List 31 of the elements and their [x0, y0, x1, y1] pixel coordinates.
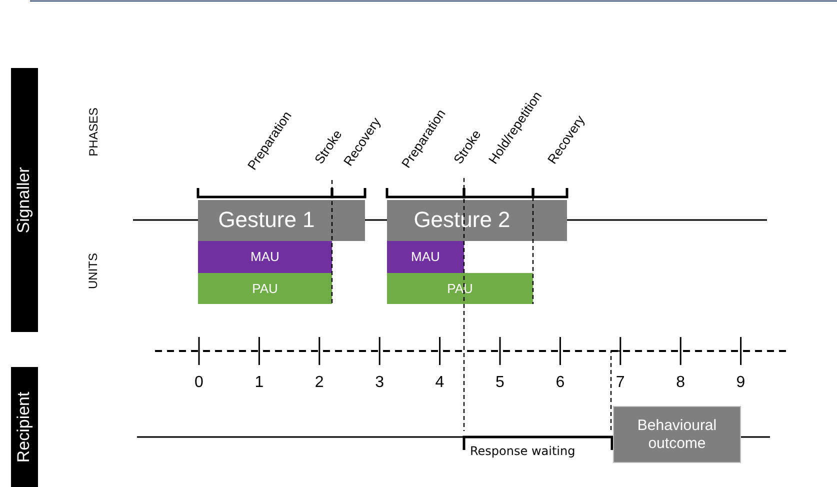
role-band	[11, 367, 38, 487]
tick-label: 6	[556, 375, 565, 391]
unit-bar	[387, 241, 464, 273]
row-label: UNITS	[87, 253, 99, 289]
unit-bar	[387, 273, 533, 304]
tick-label: 0	[194, 375, 204, 391]
outcome-box	[613, 406, 741, 463]
tick-label: 4	[435, 375, 444, 391]
period-label: Response waiting	[470, 444, 576, 456]
bar-label: Gesture 2	[414, 207, 510, 234]
bar-label: PAU	[252, 280, 278, 296]
gesture-bar	[198, 200, 365, 241]
tick-label: 1	[254, 375, 264, 391]
unit-bar	[198, 273, 332, 304]
tick-label: 3	[375, 375, 384, 391]
unit-bar	[198, 241, 332, 273]
tick-label: 8	[676, 375, 685, 391]
tick-label: 2	[314, 375, 324, 391]
bar-label: MAU	[411, 249, 440, 265]
bar-label: PAU	[447, 280, 473, 296]
tick-label: 7	[616, 375, 625, 391]
bar-label: MAU	[250, 249, 280, 265]
role-band	[11, 68, 38, 332]
gesture-bar	[387, 200, 567, 241]
tick-label: 5	[496, 375, 504, 391]
band-label: Recipient	[14, 392, 34, 462]
bar-label: Behavioural outcome	[636, 416, 718, 452]
row-label: PHASES	[86, 108, 99, 156]
band-label: Signaller	[14, 166, 34, 234]
tick-label: 9	[736, 375, 746, 391]
bar-label: Gesture 1	[218, 207, 315, 234]
